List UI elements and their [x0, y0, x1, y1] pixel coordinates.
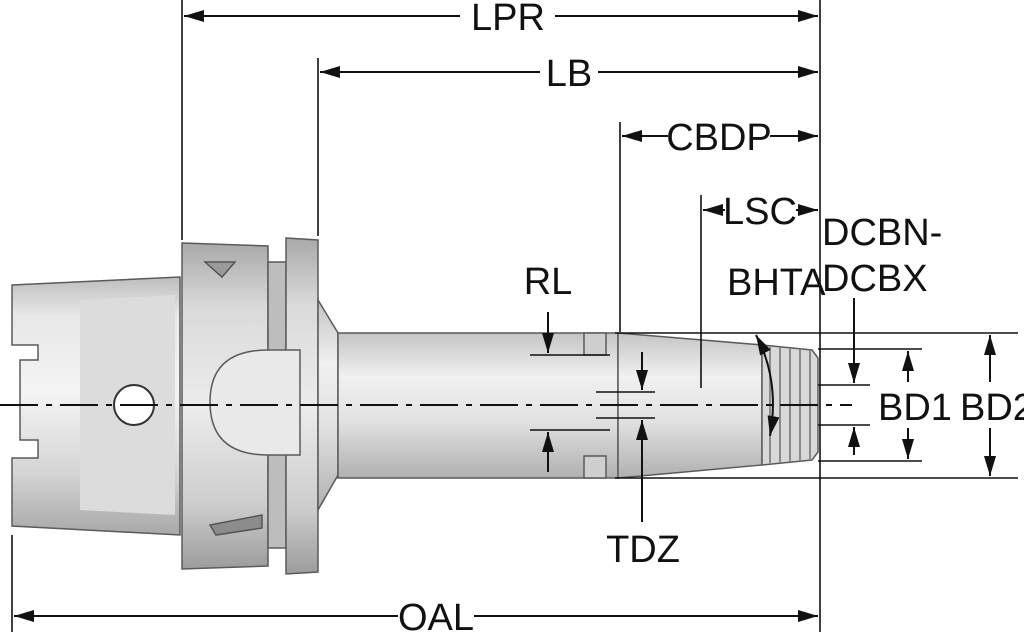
label-lsc: LSC — [723, 191, 797, 233]
label-oal: OAL — [398, 597, 474, 632]
flange-notch — [203, 261, 237, 279]
label-lb: LB — [546, 53, 592, 95]
flange-slot — [208, 514, 263, 536]
dimension-lines — [14, 9, 996, 622]
label-cbdp: CBDP — [666, 117, 772, 159]
dimension-labels: LPR LB CBDP LSC DCBN- DCBX RL BHTA BD1 B… — [398, 0, 1024, 637]
extension-lines — [11, 0, 1018, 632]
label-lpr: LPR — [471, 0, 545, 39]
label-tdz: TDZ — [606, 529, 680, 571]
label-rl: RL — [524, 261, 573, 303]
bhta-angle-arc — [755, 334, 780, 437]
label-bd1: BD1 — [878, 387, 952, 429]
inner-dome — [209, 349, 301, 456]
label-bhta: BHTA — [727, 262, 826, 304]
relief-band-top — [583, 332, 607, 356]
label-bd2: BD2 — [960, 387, 1024, 429]
relief-band-bottom — [583, 455, 607, 479]
label-dcbx: DCBX — [822, 258, 928, 300]
label-dcbn: DCBN- — [822, 212, 942, 254]
